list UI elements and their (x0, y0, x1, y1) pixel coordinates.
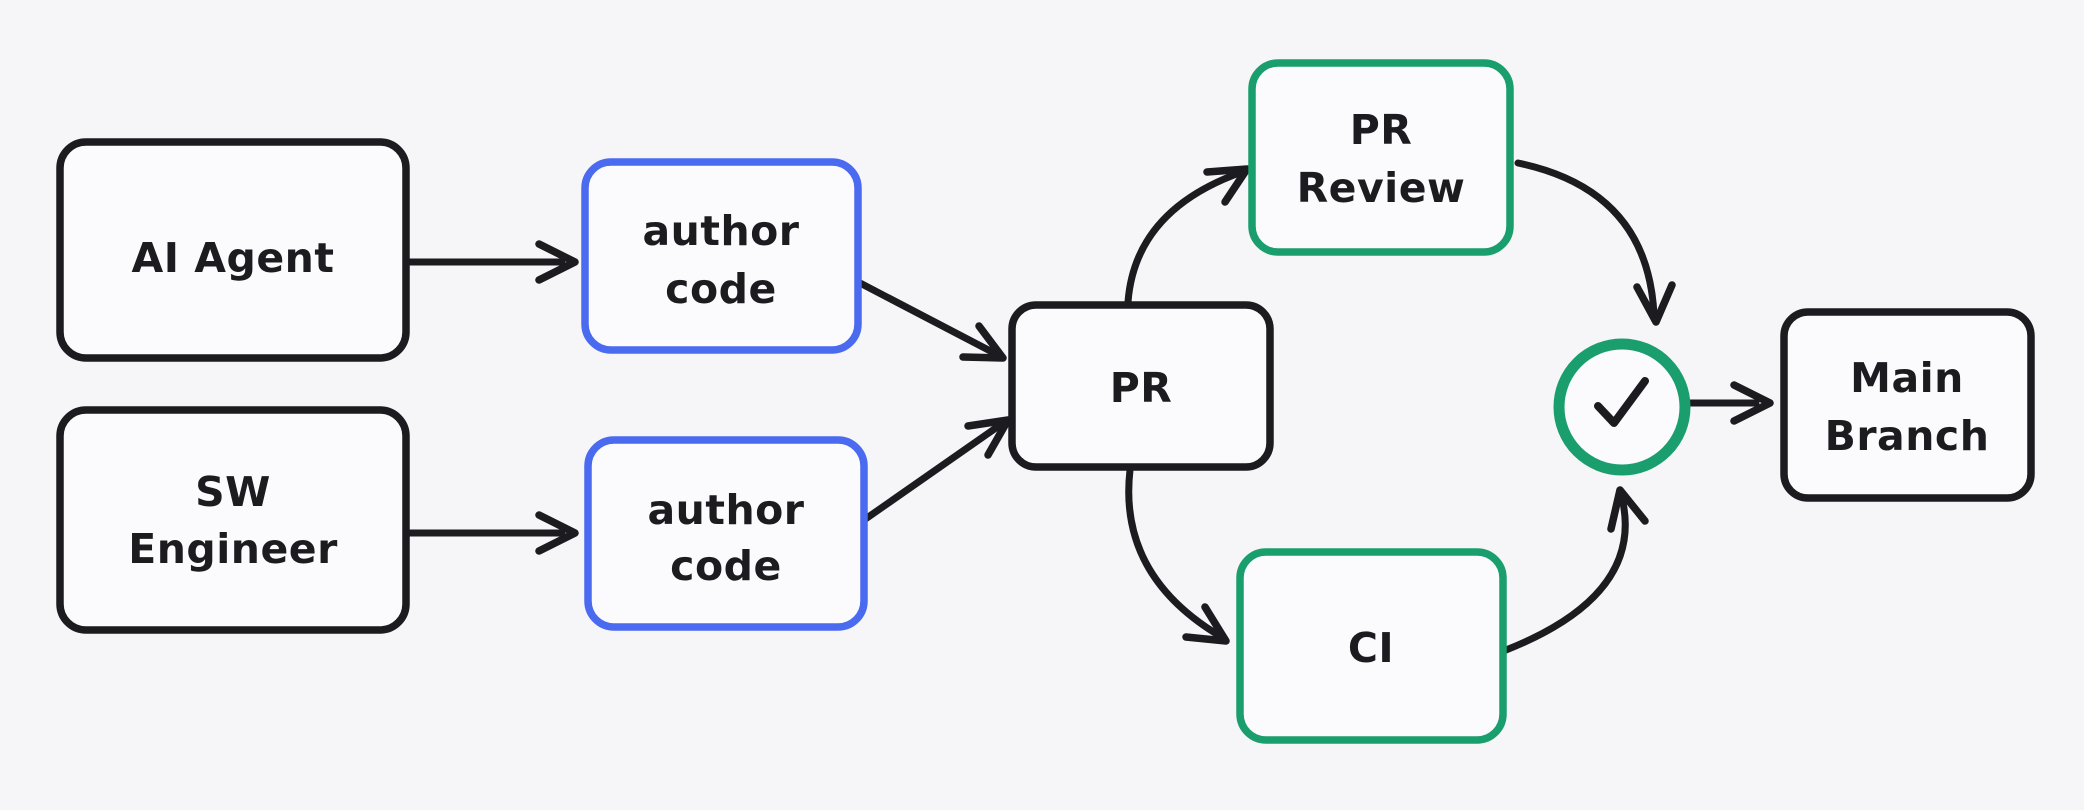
pr-review-box (1248, 59, 1514, 256)
arrow-shaft (860, 419, 1007, 524)
arrow-shaft (1125, 466, 1224, 640)
main-branch-label-line2: Branch (1825, 412, 1990, 460)
ci-box (1236, 548, 1507, 744)
arrow-shaft (1502, 494, 1629, 654)
main-branch-box (1780, 308, 2035, 502)
sw-engineer-label-line1: SW (195, 468, 271, 516)
approval-check-node (1553, 338, 1691, 476)
pr-node: PR (1008, 301, 1274, 471)
arrow-author-code-top-to-pr (856, 279, 1007, 362)
arrow-author-code-bottom-to-pr (860, 416, 1012, 524)
pr-review-label-line2: Review (1297, 164, 1466, 212)
arrowhead-icon (535, 240, 579, 284)
author-code-bottom-label-line2: code (670, 542, 782, 590)
arrow-sw-engineer-to-author-code (404, 511, 579, 555)
arrowhead-icon (1633, 281, 1676, 326)
ai-agent-box (56, 138, 410, 362)
arrowhead-icon (1203, 165, 1251, 206)
arrow-check-to-main-branch (1682, 381, 1774, 425)
arrowhead-icon (964, 416, 1012, 459)
arrow-pr-to-pr-review (1124, 165, 1251, 306)
ci-label: CI (1348, 624, 1394, 672)
arrowhead-icon (1182, 603, 1230, 645)
author-code-top-label-line2: code (665, 265, 777, 313)
arrow-shaft (1124, 168, 1246, 306)
arrow-pr-review-to-check (1514, 159, 1676, 326)
ai-agent-label: AI Agent (132, 234, 335, 282)
arrowhead-icon (1607, 486, 1649, 533)
arrowhead-icon (535, 511, 579, 555)
ai-agent-node: AI Agent (56, 138, 410, 362)
main-branch-node: Main Branch (1780, 308, 2035, 502)
sw-engineer-label-line2: Engineer (128, 525, 338, 573)
pr-review-label-line1: PR (1350, 106, 1413, 154)
pr-box (1008, 301, 1274, 471)
author-code-top-node: author code (581, 158, 862, 354)
arrow-ai-agent-to-author-code (404, 240, 579, 284)
arrowhead-icon (1730, 381, 1774, 425)
author-code-bottom-box (584, 436, 868, 631)
arrow-shaft (1514, 159, 1658, 319)
pr-label: PR (1110, 364, 1173, 412)
author-code-top-box (581, 158, 862, 354)
sw-engineer-node: SW Engineer (56, 406, 410, 634)
arrow-ci-to-check (1502, 486, 1649, 654)
author-code-top-label-line1: author (642, 207, 799, 255)
main-branch-label-line1: Main (1850, 354, 1964, 402)
ci-node: CI (1236, 548, 1507, 744)
sw-engineer-box (56, 406, 410, 634)
checkmark-icon (1594, 377, 1649, 427)
author-code-bottom-node: author code (584, 436, 868, 631)
arrow-shaft (856, 279, 1002, 359)
arrow-pr-to-ci (1125, 466, 1230, 645)
pr-review-node: PR Review (1248, 59, 1514, 256)
author-code-bottom-label-line1: author (647, 486, 804, 534)
arrowhead-icon (959, 322, 1007, 362)
